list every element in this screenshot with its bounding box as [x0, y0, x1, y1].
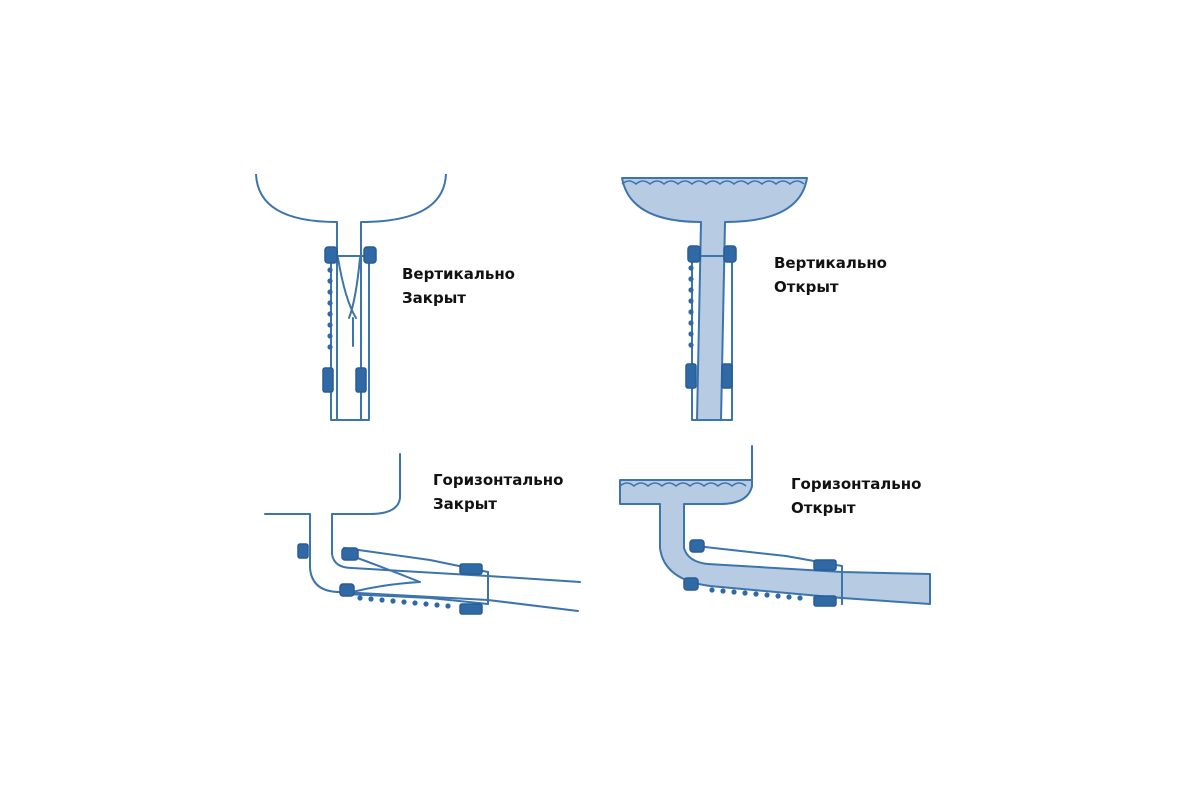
label-horizontal-open: Горизонтально Открыт	[791, 472, 921, 520]
vertical-closed-valve	[255, 173, 447, 421]
upper-clamp	[689, 539, 837, 571]
label-state: Закрыт	[402, 289, 466, 307]
clamp-screw-beads	[357, 595, 451, 609]
sink-wall-inner	[331, 453, 581, 583]
closed-membrane	[337, 257, 361, 347]
water-body	[621, 177, 808, 421]
horizontal-open-valve	[619, 445, 931, 607]
clamp-screw-beads	[688, 265, 694, 348]
sink-wall	[264, 513, 579, 612]
label-state: Открыт	[791, 499, 856, 517]
label-state: Закрыт	[433, 495, 497, 513]
lower-clamp	[322, 367, 367, 393]
label-orientation: Вертикально	[774, 254, 887, 272]
upper-clamp	[297, 543, 483, 575]
clamp-screw-beads	[327, 267, 333, 350]
label-vertical-open: Вертикально Открыт	[774, 251, 887, 299]
upper-clamp	[324, 246, 377, 264]
upper-clamp	[687, 245, 737, 263]
water-surface	[621, 180, 805, 185]
label-vertical-closed: Вертикально Закрыт	[402, 262, 515, 310]
label-orientation: Горизонтально	[433, 471, 564, 489]
lower-clamp	[683, 577, 837, 607]
label-state: Открыт	[774, 278, 839, 296]
vertical-open-valve	[621, 177, 808, 421]
lower-clamp	[685, 363, 733, 389]
lower-clamp	[339, 583, 483, 615]
label-horizontal-closed: Горизонтально Закрыт	[433, 468, 563, 516]
outer-sleeve	[691, 255, 733, 421]
clamp-screw-beads	[709, 587, 803, 601]
horizontal-closed-valve	[264, 453, 581, 615]
closed-membrane	[351, 555, 421, 593]
water-surface	[619, 482, 747, 487]
label-orientation: Горизонтально	[791, 475, 922, 493]
label-orientation: Вертикально	[402, 265, 515, 283]
water-body	[619, 479, 931, 605]
